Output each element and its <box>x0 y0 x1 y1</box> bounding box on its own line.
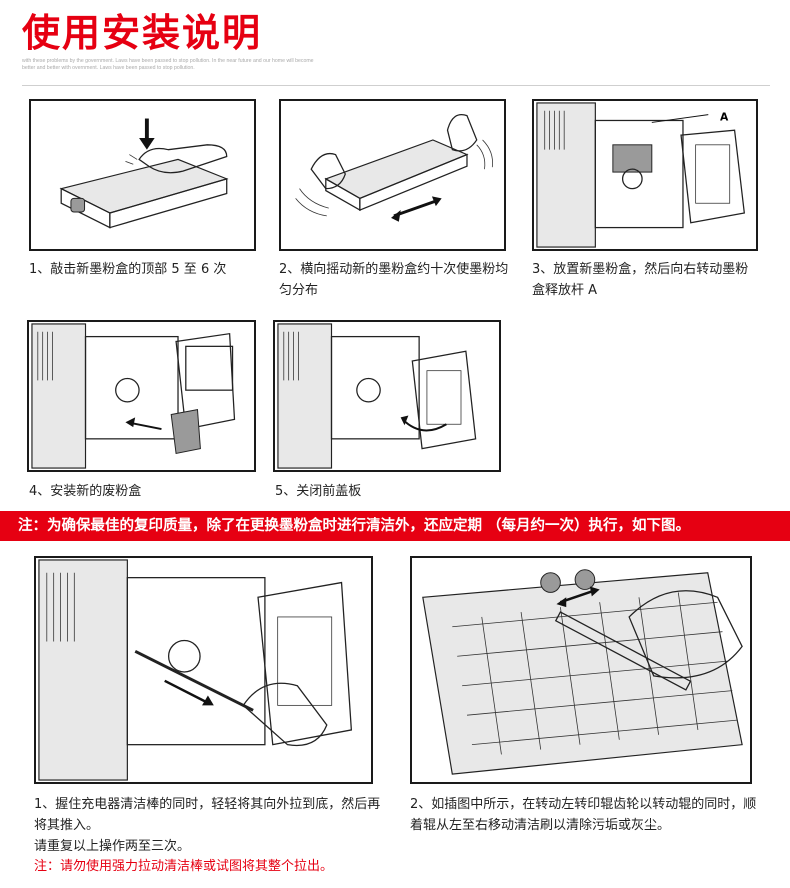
cleaning-2-caption: 2、如插图中所示，在转动左转印辊齿轮以转动辊的同时，顺着辊从左至右移动清洁刷以清… <box>410 797 757 833</box>
page-subtitle: with these problems by the government. L… <box>22 58 314 71</box>
cleaning-1-illustration <box>34 556 373 784</box>
warning-note: 注：请勿使用强力拉动清洁棒或试图将其整个拉出。 <box>34 859 334 874</box>
step-2-caption: 2、横向摇动新的墨粉盒约十次使墨粉均匀分布 <box>279 262 509 298</box>
page-title: 使用安装说明 <box>22 11 263 55</box>
step-1-illustration <box>29 99 256 251</box>
step-2-illustration <box>279 99 506 251</box>
step-3-caption: 3、放置新墨粉盒，然后向右转动墨粉盒释放杆 A <box>532 262 749 298</box>
repeat-note: 请重复以上操作两至三次。 <box>34 839 191 854</box>
step-1-caption: 1、敲击新墨粉盒的顶部 5 至 6 次 <box>29 262 227 277</box>
step-5-illustration <box>273 320 501 472</box>
maintenance-note-bar: 注：为确保最佳的复印质量，除了在更换墨粉盒时进行清洁外，还应定期 （每月约一次）… <box>0 511 790 541</box>
cleaning-1-caption: 1、握住充电器清洁棒的同时，轻轻将其向外拉到底，然后再将其推入。 <box>34 797 381 833</box>
step-5-caption: 5、关闭前盖板 <box>275 484 362 499</box>
header-divider <box>22 85 770 86</box>
step-4-illustration <box>27 320 256 472</box>
step-3-illustration: A <box>532 99 758 251</box>
callout-a: A <box>720 110 729 123</box>
cleaning-2-illustration <box>410 556 752 784</box>
step-4-caption: 4、安装新的废粉盒 <box>29 484 142 499</box>
